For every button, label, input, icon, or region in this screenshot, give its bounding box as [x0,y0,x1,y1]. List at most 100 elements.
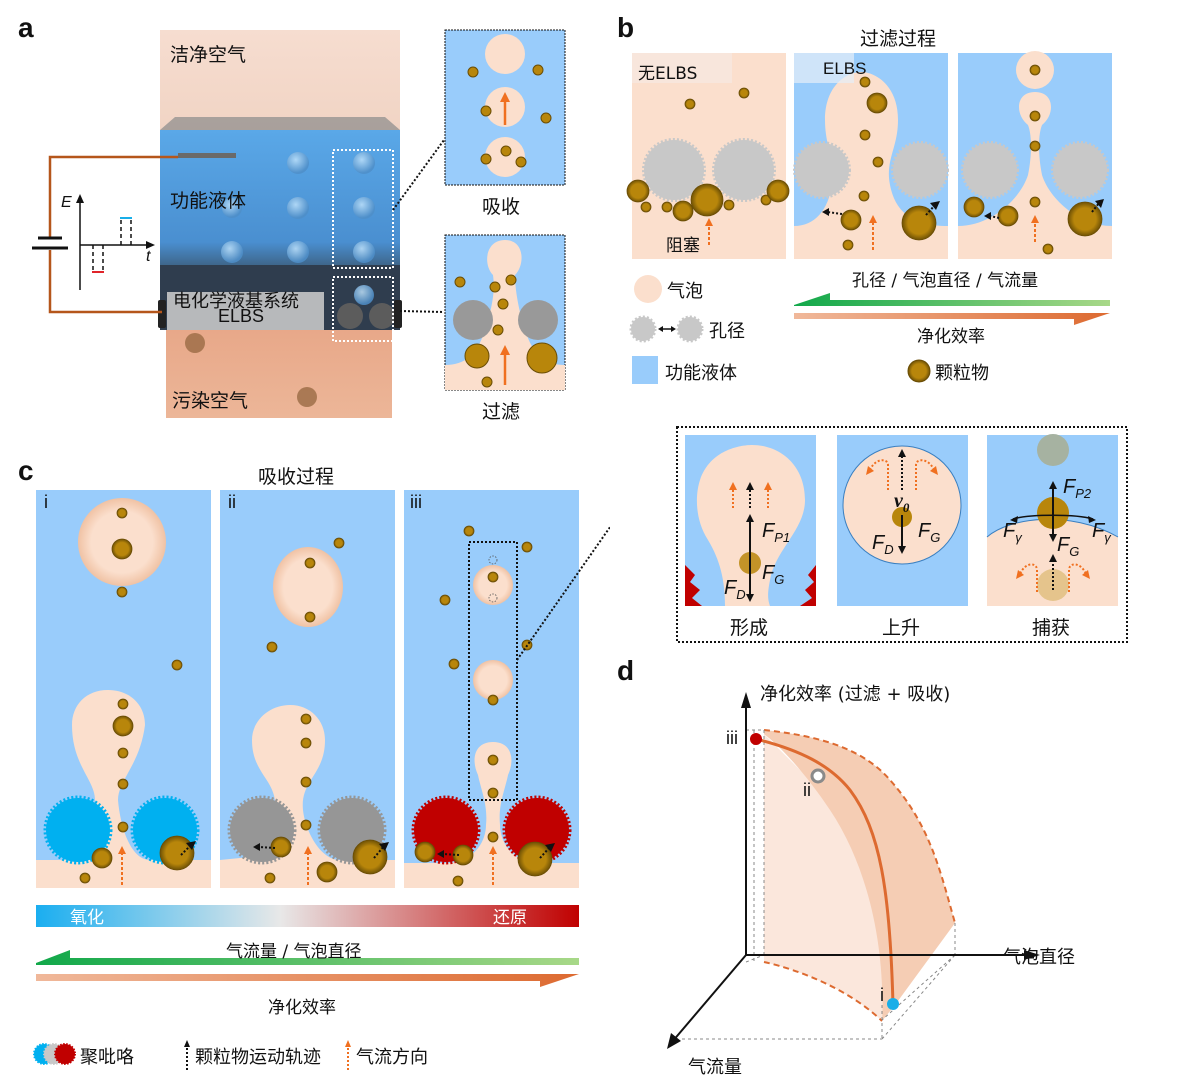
reduction-label: 还原 [493,908,527,928]
fg2-sub: G [930,530,941,545]
capture-label: 捕获 [1032,617,1071,639]
legend-liquid-icon [632,356,658,384]
fgamma-r-main: F [1092,520,1105,542]
inset-filter-label: 过滤 [482,401,521,423]
blockage-label: 阻塞 [666,236,700,256]
fd2-main: F [872,532,885,554]
fp2-main: F [1063,476,1076,498]
subpanel-ii [220,490,395,888]
fd-main: F [724,577,737,599]
detail-rising [837,435,968,606]
legend-polypyrrole-label: 聚吡咯 [80,1047,134,1068]
efficiency-surface [764,730,955,1021]
axis-t-label: t [146,248,151,265]
point-iii [750,733,762,745]
panel-a-diagram [32,29,566,418]
elbs-label: ELBS [823,59,867,78]
fg2-main: F [918,520,931,542]
legend-pore-icon [629,315,657,343]
subpanel-ii-label: ii [228,492,236,512]
force-fd-label-2: FD [872,532,894,557]
subpanel-i-label: i [44,492,48,512]
zoom-box [468,541,518,801]
fgamma-l-main: F [1003,520,1016,542]
legend-pore-label: 孔径 [709,321,745,342]
force-fgamma-left-label: Fγ [1003,520,1022,545]
rising-label: 上升 [882,617,921,639]
elbs-cn-label: 电化学液基系统 [173,291,299,312]
v0-sub: 0 [902,500,910,515]
force-fg-label-1: FG [762,562,784,587]
fg-sub: G [774,572,785,587]
force-fg-label-2: FG [918,520,940,545]
fp1-main: F [762,520,775,542]
detail-formation [685,435,816,606]
orange-arrow-right [794,313,1110,325]
fg-main: F [762,562,775,584]
fgamma-l-sub: γ [1015,530,1022,545]
subpanel-iii [404,490,610,888]
clean-air-label: 洁净空气 [170,44,247,66]
redox-gradient-bar [36,905,579,927]
circuit-wire [48,155,178,238]
inset-filter [444,234,566,391]
panel-b-title: 过滤过程 [860,28,937,50]
legend-airflow-label: 气流方向 [356,1047,428,1068]
inset-absorb-label: 吸收 [482,196,521,218]
c-orange-arrow-label: 净化效率 [268,998,336,1018]
subpanel-no-elbs [626,53,790,259]
panel-b-diagram [626,51,1112,384]
axis-e-label: E [61,194,72,211]
fg3-main: F [1057,534,1070,556]
green-arrow-left [36,950,579,965]
fd-sub: D [736,587,746,602]
legend-liquid-label: 功能液体 [665,363,737,384]
fgamma-r-sub: γ [1104,530,1111,545]
legend-airflow-icon [345,1040,351,1070]
panel-d-3d-plot [667,692,1040,1049]
velocity-v0-label: v0 [894,490,909,516]
z-axis [671,954,747,1043]
b-orange-arrow-label: 净化效率 [917,327,985,347]
fg3-sub: G [1069,544,1080,559]
efficiency-curve [755,737,895,1006]
detail-capture [986,434,1119,606]
d-y-axis-label: 净化效率 (过滤 + 吸收) [760,684,951,705]
oxidation-label: 氧化 [70,908,104,928]
v0-main: v [894,490,903,512]
force-fp2-label: FP2 [1063,476,1091,501]
legend-trajectory-label: 颗粒物运动轨迹 [195,1047,321,1068]
inset-absorb [444,29,566,186]
force-detail-diagram [676,426,1128,643]
d-z-axis-label: 气流量 [688,1057,742,1078]
panel-d-letter: d [617,655,635,686]
b-green-arrow-label: 孔径 / 气泡直径 / 气流量 [852,271,1039,291]
force-fgamma-right-label: Fγ [1092,520,1111,545]
bubbles-in-liquid [221,152,375,305]
polluted-air-label: 污染空气 [172,390,249,412]
panel-b-letter: b [617,12,635,43]
point-i [887,998,899,1010]
clean-air-region [160,30,400,130]
point-ii [810,768,826,784]
force-fp1-label: FP1 [762,520,790,545]
fp2-sub: P2 [1075,486,1092,501]
green-arrow-left [794,293,1110,306]
subpanel-elbs-reduced [958,51,1112,259]
orange-arrow-right [36,974,579,987]
subpanel-elbs [793,53,949,259]
d-x-axis-label: 气泡直径 [1003,947,1075,968]
polypyrrole-oxidized [43,795,113,865]
panel-c-letter: c [18,455,34,486]
legend-trajectory-icon [184,1040,190,1070]
legend-particle-icon [907,359,931,383]
c-green-arrow-label: 气流量 / 气泡直径 [226,942,362,962]
functional-liquid-label: 功能液体 [170,190,247,212]
panel-c-diagram [33,490,610,1070]
d-point-ii-label: ii [803,780,811,800]
fd2-sub: D [884,542,894,557]
elbs-en-label: ELBS [218,306,265,326]
panel-c-title: 吸收过程 [258,466,335,488]
no-elbs-label: 无ELBS [638,64,698,84]
force-fd-label-1: FD [724,577,746,602]
